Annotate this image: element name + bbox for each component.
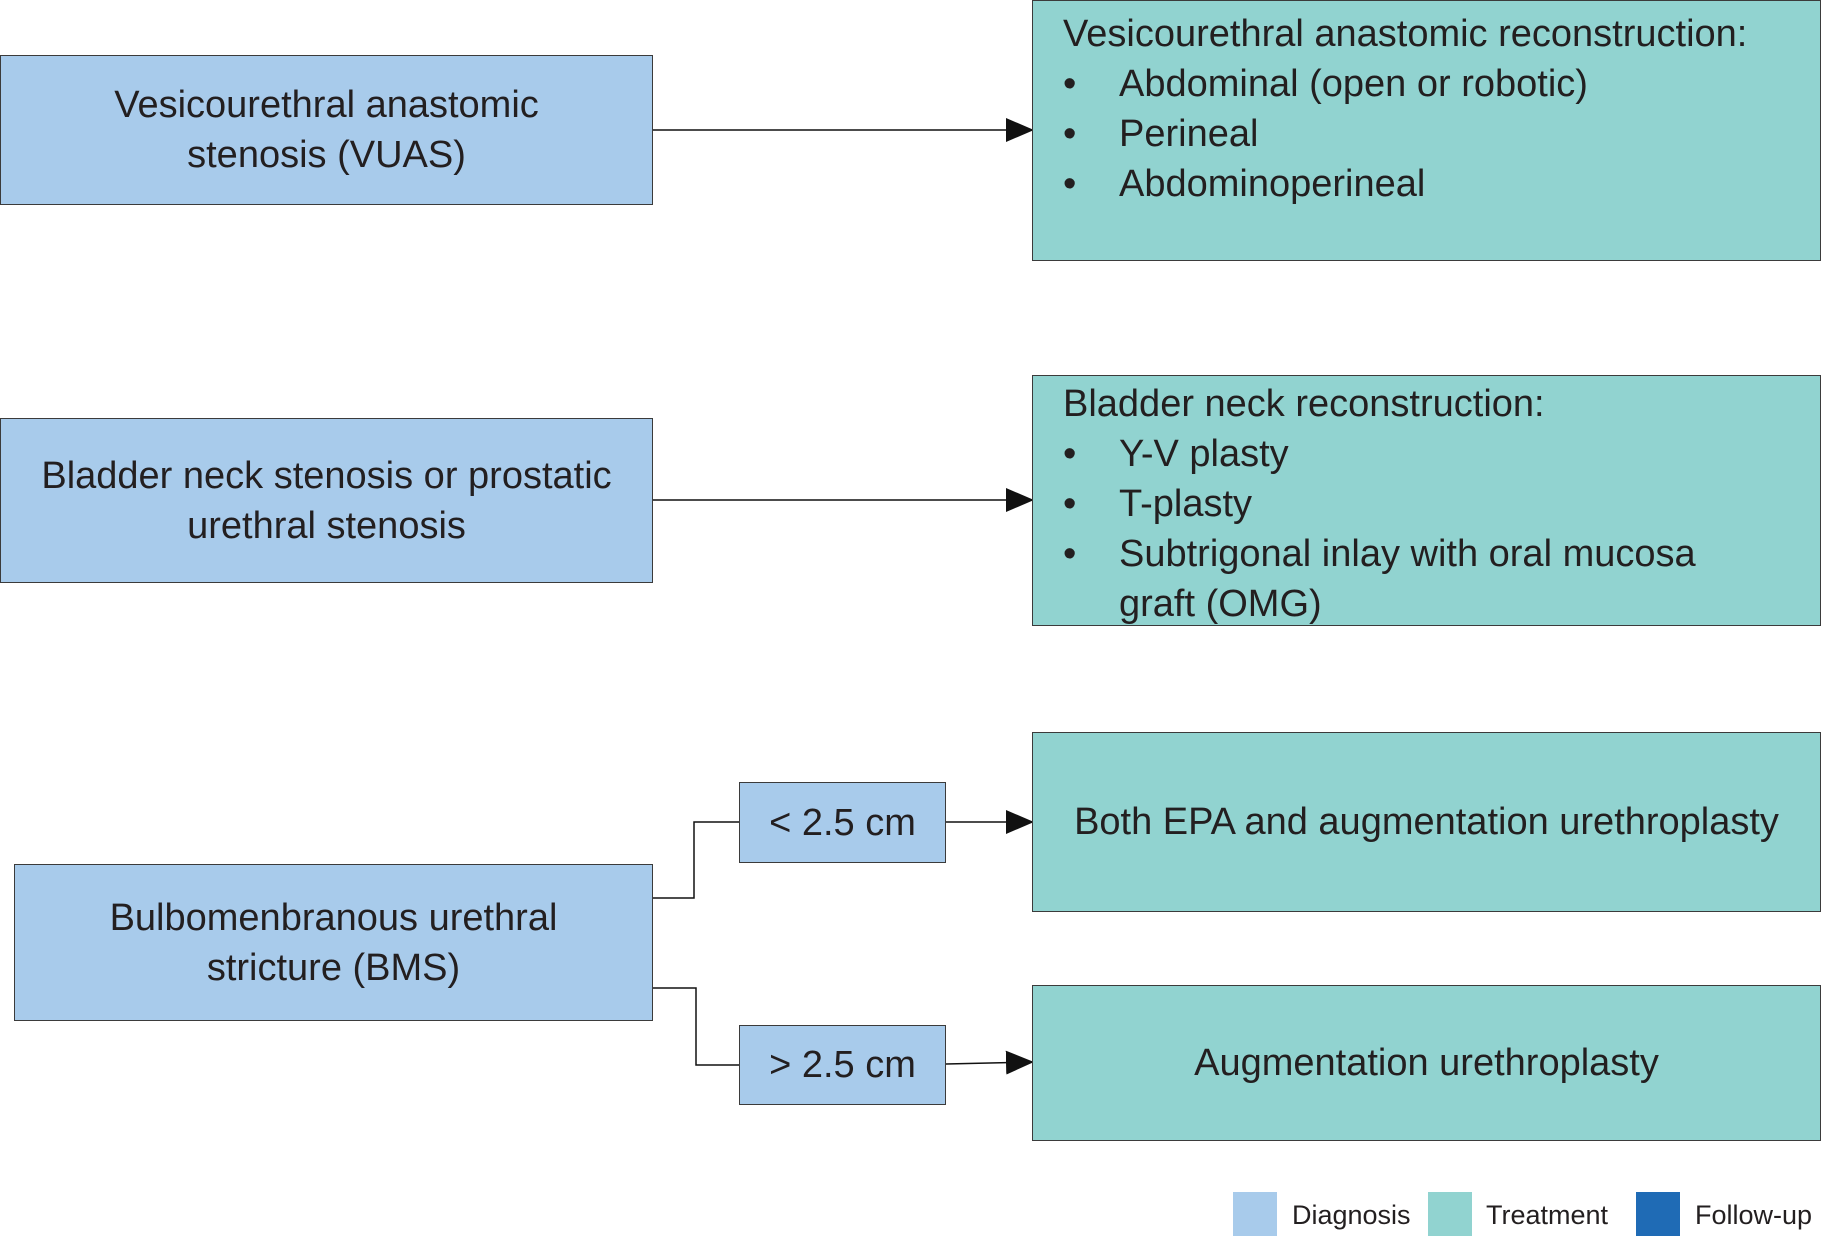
diagnosis-bladder-neck-text: Bladder neck stenosis or prostatic ureth… [41,454,612,547]
connector-bms-to-short [652,821,739,899]
legend-label-diagnosis: Diagnosis [1292,1200,1411,1230]
treatment-bladder-neck-item: T-plasty [1119,483,1253,525]
list-item: • Subtrigonal inlay with oral mucosa gra… [1063,529,1820,629]
bullet-icon: • [1063,113,1077,155]
diagnosis-box-vuas: Vesicourethral anastomic stenosis (VUAS) [0,55,653,205]
list-item: • Perineal [1063,109,1820,159]
treatment-box-bms-long: Augmentation urethroplasty [1032,985,1821,1141]
length-box-short: < 2.5 cm [739,782,946,863]
length-short-text: < 2.5 cm [769,801,916,844]
treatment-bms-long-text: Augmentation urethroplasty [1194,1042,1659,1084]
bullet-icon: • [1063,533,1077,575]
treatment-vuas-title: Vesicourethral anastomic reconstruction: [1063,13,1748,55]
treatment-vuas-item: Perineal [1119,113,1259,155]
treatment-box-bms-short: Both EPA and augmentation urethroplasty [1032,732,1821,912]
legend-swatch-follow-up [1636,1192,1680,1236]
bullet-icon: • [1063,63,1077,105]
treatment-bms-short-text: Both EPA and augmentation urethroplasty [1074,801,1779,843]
length-box-long: > 2.5 cm [739,1025,946,1105]
legend-swatch-diagnosis [1233,1192,1277,1236]
list-item: • T-plasty [1063,479,1820,529]
treatment-bladder-neck-item: Subtrigonal inlay with oral mucosa graft… [1119,533,1696,625]
length-long-text: > 2.5 cm [769,1044,916,1086]
list-item: • Y-V plasty [1063,429,1820,479]
treatment-bladder-neck-title: Bladder neck reconstruction: [1063,383,1545,425]
diagnosis-bms-text: Bulbomenbranous urethral stricture (BMS) [109,896,558,989]
legend-label-follow-up: Follow-up [1695,1200,1813,1230]
treatment-bladder-neck-item: Y-V plasty [1119,433,1289,475]
bullet-icon: • [1063,163,1077,205]
legend-label-treatment: Treatment [1486,1200,1609,1230]
list-item: • Abdominoperineal [1063,159,1820,209]
arrow-long-to-augmentation [945,1050,1034,1075]
diagnosis-box-bms: Bulbomenbranous urethral stricture (BMS) [14,864,653,1021]
bullet-icon: • [1063,433,1077,475]
bullet-icon: • [1063,483,1077,525]
treatment-vuas-item: Abdominoperineal [1119,163,1426,205]
connector-bms-to-long [652,987,739,1066]
treatment-box-vuas: Vesicourethral anastomic reconstruction:… [1032,0,1821,261]
treatment-box-bladder-neck: Bladder neck reconstruction: • Y-V plast… [1032,375,1821,626]
legend-swatch-treatment [1428,1192,1472,1236]
list-item: • Abdominal (open or robotic) [1063,59,1820,109]
diagnosis-box-bladder-neck: Bladder neck stenosis or prostatic ureth… [0,418,653,583]
treatment-vuas-item: Abdominal (open or robotic) [1119,63,1588,105]
diagnosis-vuas-text: Vesicourethral anastomic stenosis (VUAS) [114,84,539,176]
